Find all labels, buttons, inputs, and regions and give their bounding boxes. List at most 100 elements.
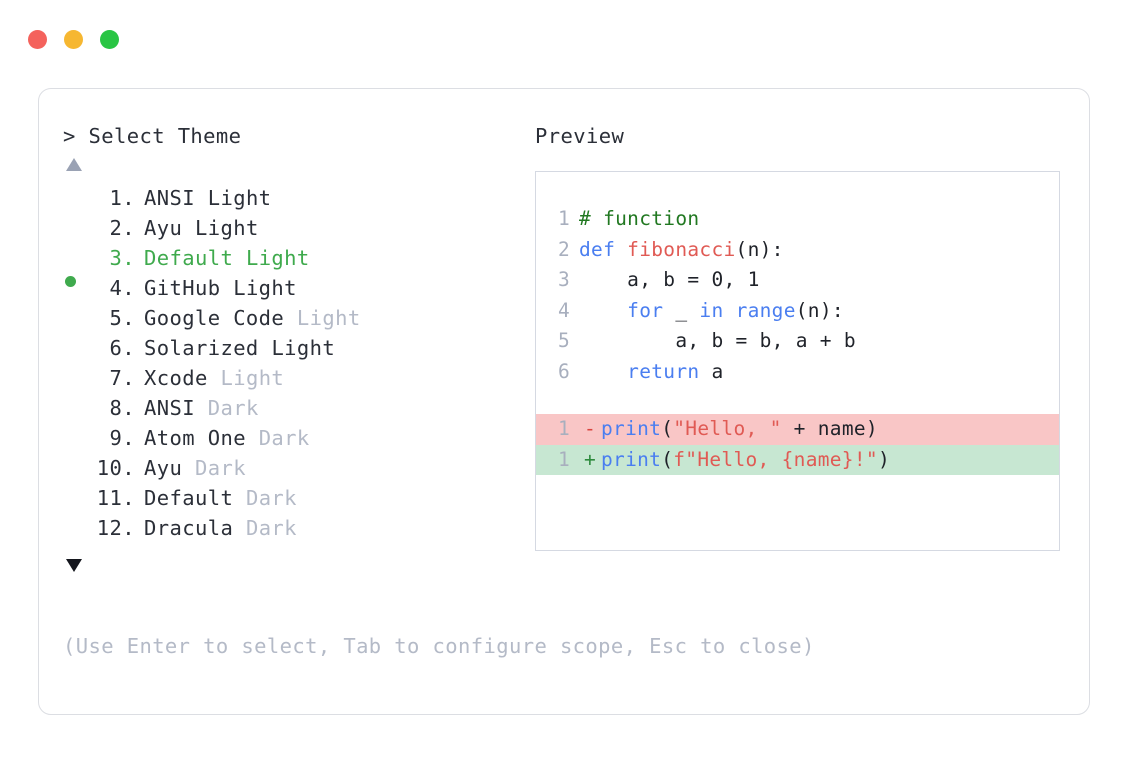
code-token-str: "Hello, " xyxy=(673,417,782,440)
theme-item-number: 11. xyxy=(96,486,135,510)
theme-item-variant: Light xyxy=(245,246,310,270)
theme-item-gap xyxy=(233,513,246,543)
theme-item-number: 2. xyxy=(109,216,135,240)
code-line: 5 a, b = b, a + b xyxy=(536,326,1059,357)
theme-item-variant: Light xyxy=(194,216,259,240)
code-line-text: # function xyxy=(579,204,699,235)
code-token-plain: ( xyxy=(661,417,674,440)
code-token-plain xyxy=(579,299,627,322)
diff-line-number: 1 xyxy=(557,417,570,440)
theme-item-number: 6. xyxy=(109,336,135,360)
scroll-down-icon[interactable] xyxy=(66,559,82,572)
theme-item-variant: Dark xyxy=(258,426,310,450)
diff-line-minus: 1-print("Hello, " + name) xyxy=(536,414,1059,445)
theme-list-item[interactable]: 12.Dracula Dark xyxy=(63,513,533,543)
line-number: 1 xyxy=(557,207,570,230)
theme-item-variant: Light xyxy=(271,336,336,360)
theme-item-gap xyxy=(208,363,221,393)
code-line: 6 return a xyxy=(536,357,1059,388)
code-token-num: 1 xyxy=(747,268,760,291)
theme-list-item[interactable]: 8. ANSI Dark xyxy=(63,393,533,423)
scroll-up-icon[interactable] xyxy=(66,158,82,171)
theme-list-item[interactable]: 1.ANSI Light xyxy=(63,183,533,213)
theme-list-item[interactable]: 11. Default Dark xyxy=(63,483,533,513)
theme-item-name: Solarized xyxy=(144,336,259,360)
theme-item-number: 1. xyxy=(109,186,135,210)
line-number: 4 xyxy=(557,298,570,322)
theme-item-name: Atom One xyxy=(144,426,246,450)
theme-item-number: 3. xyxy=(109,246,135,270)
theme-list-item[interactable]: 10.Ayu Dark xyxy=(63,453,533,483)
theme-item-name: Default xyxy=(144,246,234,270)
diff-block: 1-print("Hello, " + name)1+print(f"Hello… xyxy=(536,414,1059,475)
theme-item-variant: Dark xyxy=(194,456,246,480)
theme-list-item[interactable]: 2. Ayu Light xyxy=(63,213,533,243)
diff-line-number: 1 xyxy=(557,447,570,471)
theme-item-gap xyxy=(284,303,297,333)
theme-item-gap xyxy=(195,183,208,213)
code-line: 3 a, b = 0, 1 xyxy=(536,265,1059,296)
theme-item-name: Default xyxy=(144,486,234,510)
theme-item-number: 10. xyxy=(96,456,135,480)
maximize-button[interactable] xyxy=(100,29,119,49)
code-token-comment: # function xyxy=(579,207,700,230)
diff-line-plus: 1+print(f"Hello, {name}!") xyxy=(536,444,1059,475)
line-number: 6 xyxy=(557,359,570,383)
theme-item-gap xyxy=(182,453,195,483)
close-button[interactable] xyxy=(28,29,47,49)
code-token-fn: fibonacci xyxy=(627,237,736,261)
code-token-plain: (n): xyxy=(795,298,844,322)
theme-list-item[interactable]: 5.Google Code Light xyxy=(63,303,533,333)
code-token-kw: return xyxy=(627,359,700,383)
diff-sign: - xyxy=(583,417,597,440)
theme-item-gap xyxy=(259,333,272,363)
code-token-plain: ( xyxy=(661,447,674,471)
theme-list-item[interactable]: 9.Atom One Dark xyxy=(63,423,533,453)
line-number: 3 xyxy=(557,268,570,291)
code-line-text: return a xyxy=(579,357,724,388)
theme-list-item[interactable]: 3. Default Light xyxy=(63,243,533,287)
theme-list-item[interactable]: 6. Solarized Light xyxy=(63,333,533,363)
code-token-plain: a xyxy=(699,359,724,383)
theme-item-name: Google Code xyxy=(144,306,285,330)
theme-item-gap xyxy=(233,483,246,513)
code-token-plain xyxy=(724,299,736,322)
keyboard-hint: (Use Enter to select, Tab to configure s… xyxy=(63,634,815,658)
window-titlebar xyxy=(0,0,1129,78)
theme-item-number: 8. xyxy=(109,396,135,420)
theme-list-item[interactable]: 7.Xcode Light xyxy=(63,363,533,393)
code-line-text: a, b = 0, 1 xyxy=(579,265,760,296)
code-line-text: for _ in range(n): xyxy=(579,296,844,327)
code-token-plain: _ xyxy=(663,298,700,322)
code-token-str: f"Hello, {name}!" xyxy=(673,447,878,471)
minimize-button[interactable] xyxy=(64,29,83,49)
theme-item-number: 12. xyxy=(96,516,135,540)
theme-item-variant: Light xyxy=(220,366,285,390)
code-token-kw: range xyxy=(735,298,796,322)
code-token-plain xyxy=(579,360,627,383)
theme-item-name: Ayu xyxy=(144,216,183,240)
diff-sign: + xyxy=(583,447,597,471)
code-token-num: 0 xyxy=(711,268,724,291)
theme-item-gap xyxy=(182,213,195,243)
code-line: 1 # function xyxy=(536,204,1059,235)
code-token-plain: a, b = b, a + b xyxy=(579,329,856,352)
theme-item-variant: Light xyxy=(207,186,272,210)
theme-item-gap xyxy=(233,243,246,273)
theme-item-name: Xcode xyxy=(144,366,208,390)
code-token-plain: (n): xyxy=(735,237,784,261)
code-line: 4 for _ in range(n): xyxy=(536,296,1059,327)
theme-list-item[interactable]: 4.GitHub Light xyxy=(63,273,533,303)
theme-item-variant: Dark xyxy=(245,486,297,510)
code-token-plain: , xyxy=(723,268,748,291)
theme-item-variant: Dark xyxy=(207,396,259,420)
theme-item-name: ANSI xyxy=(144,396,195,420)
code-line-text: a, b = b, a + b xyxy=(579,326,856,357)
prompt-line: > Select Theme xyxy=(63,123,533,149)
code-token-kw: print xyxy=(601,417,662,440)
theme-item-gap xyxy=(195,393,208,423)
